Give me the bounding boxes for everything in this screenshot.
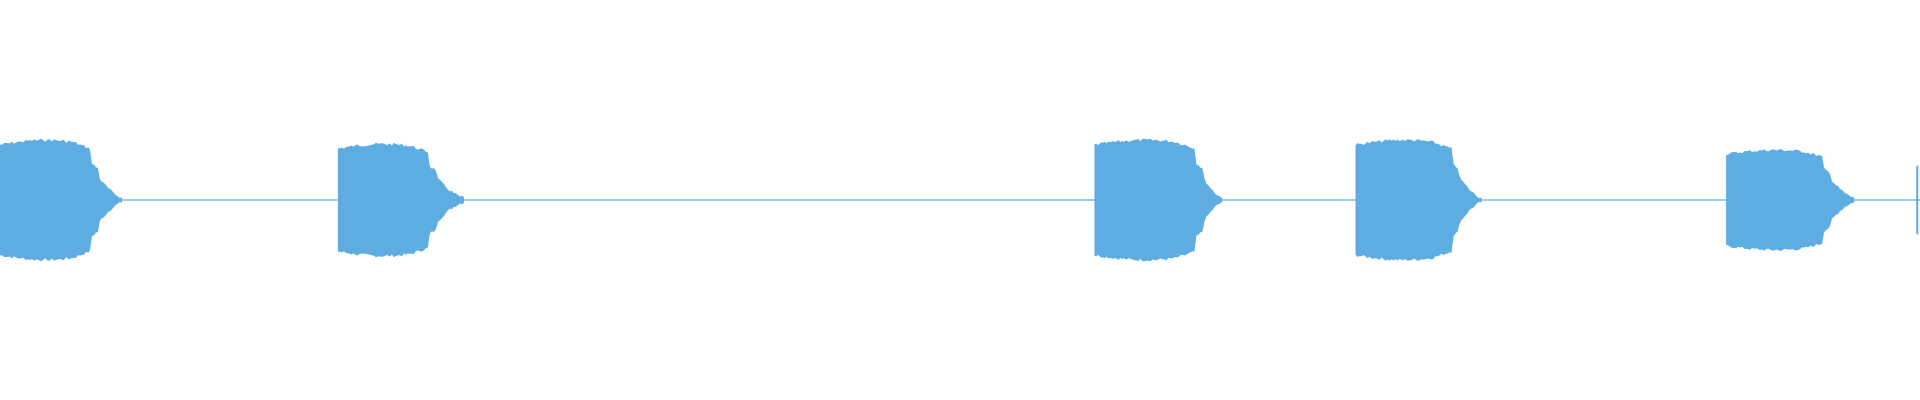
audio-burst-2	[337, 142, 464, 258]
audio-burst-1	[0, 138, 122, 262]
waveform-segments	[0, 138, 1919, 262]
audio-burst-3	[1094, 138, 1223, 262]
audio-burst-4	[1355, 139, 1482, 261]
audio-burst-5	[1726, 148, 1855, 252]
audio-burst-6	[1916, 164, 1919, 236]
